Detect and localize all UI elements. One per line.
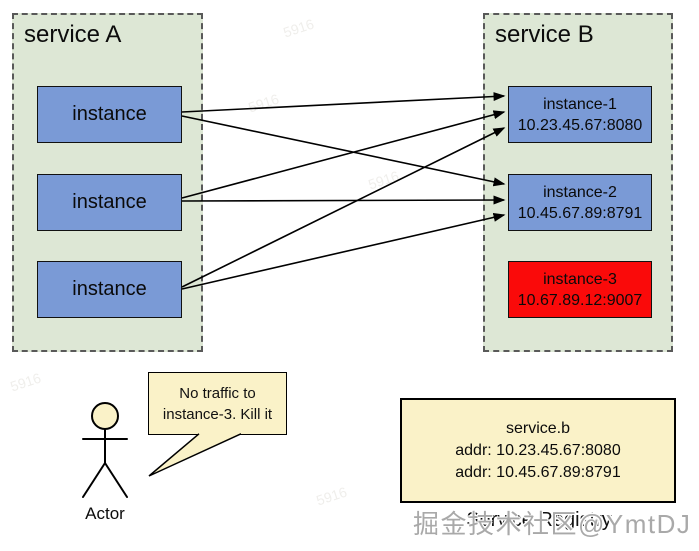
service-b-instance-3-down: instance-3 10.67.89.12:9007 — [508, 261, 652, 318]
service-a-instance-1: instance — [37, 86, 182, 143]
service-a-title: service A — [24, 21, 122, 48]
instance-address: 10.67.89.12:9007 — [517, 291, 643, 309]
arrow-a3-to-b1 — [181, 127, 506, 288]
actor-right-leg — [104, 462, 128, 498]
arrow-a2-to-b2 — [181, 195, 506, 205]
actor-left-leg — [82, 462, 106, 498]
service-b-instance-2: instance-2 10.45.67.89:8791 — [508, 174, 652, 231]
instance-name: instance-1 — [543, 95, 617, 113]
registry-address-2: addr: 10.45.67.89:8791 — [455, 463, 621, 481]
arrow-a1-to-b1 — [181, 92, 506, 113]
actor-figure — [82, 402, 128, 498]
registry-address-1: addr: 10.23.45.67:8080 — [455, 441, 621, 459]
instance-address: 10.45.67.89:8791 — [517, 204, 643, 222]
service-a-container: service A instance instance instance — [12, 13, 203, 352]
arrow-a1-to-b2 — [181, 115, 506, 187]
service-registry-caption: Service Registry — [466, 509, 612, 531]
speech-line-1: No traffic to — [179, 384, 256, 402]
instance-label: instance — [72, 103, 147, 125]
traffic-arrows — [181, 92, 506, 290]
tile-watermark: 5916 — [8, 369, 43, 395]
instance-label: instance — [72, 191, 147, 213]
actor-label: Actor — [85, 504, 125, 523]
arrow-a2-to-b1 — [181, 110, 506, 199]
service-b-title: service B — [495, 21, 594, 48]
service-b-instance-1: instance-1 10.23.45.67:8080 — [508, 86, 652, 143]
tile-watermark: 5916 — [314, 483, 349, 509]
instance-address: 10.23.45.67:8080 — [517, 116, 643, 134]
tile-watermark: 5916 — [281, 15, 316, 41]
instance-name: instance-3 — [543, 270, 617, 288]
brand-watermark: 掘金技术社区@YmtDJ — [413, 509, 692, 539]
service-a-instance-3: instance — [37, 261, 182, 318]
service-a-instance-2: instance — [37, 174, 182, 231]
tile-watermark: 5916 — [366, 167, 401, 193]
tile-watermark: 5916 — [246, 90, 281, 116]
arrow-a3-to-b2 — [181, 212, 506, 290]
registry-service-name: service.b — [505, 419, 571, 437]
service-registry-box: service.b addr: 10.23.45.67:8080 addr: 1… — [400, 398, 676, 503]
speech-bubble-tail — [148, 433, 242, 477]
service-b-container: service B instance-1 10.23.45.67:8080 in… — [483, 13, 673, 352]
instance-name: instance-2 — [543, 183, 617, 201]
speech-bubble: No traffic to instance-3. Kill it — [148, 372, 287, 435]
instance-label: instance — [72, 278, 147, 300]
actor-head — [91, 402, 119, 430]
speech-line-2: instance-3. Kill it — [162, 405, 273, 423]
